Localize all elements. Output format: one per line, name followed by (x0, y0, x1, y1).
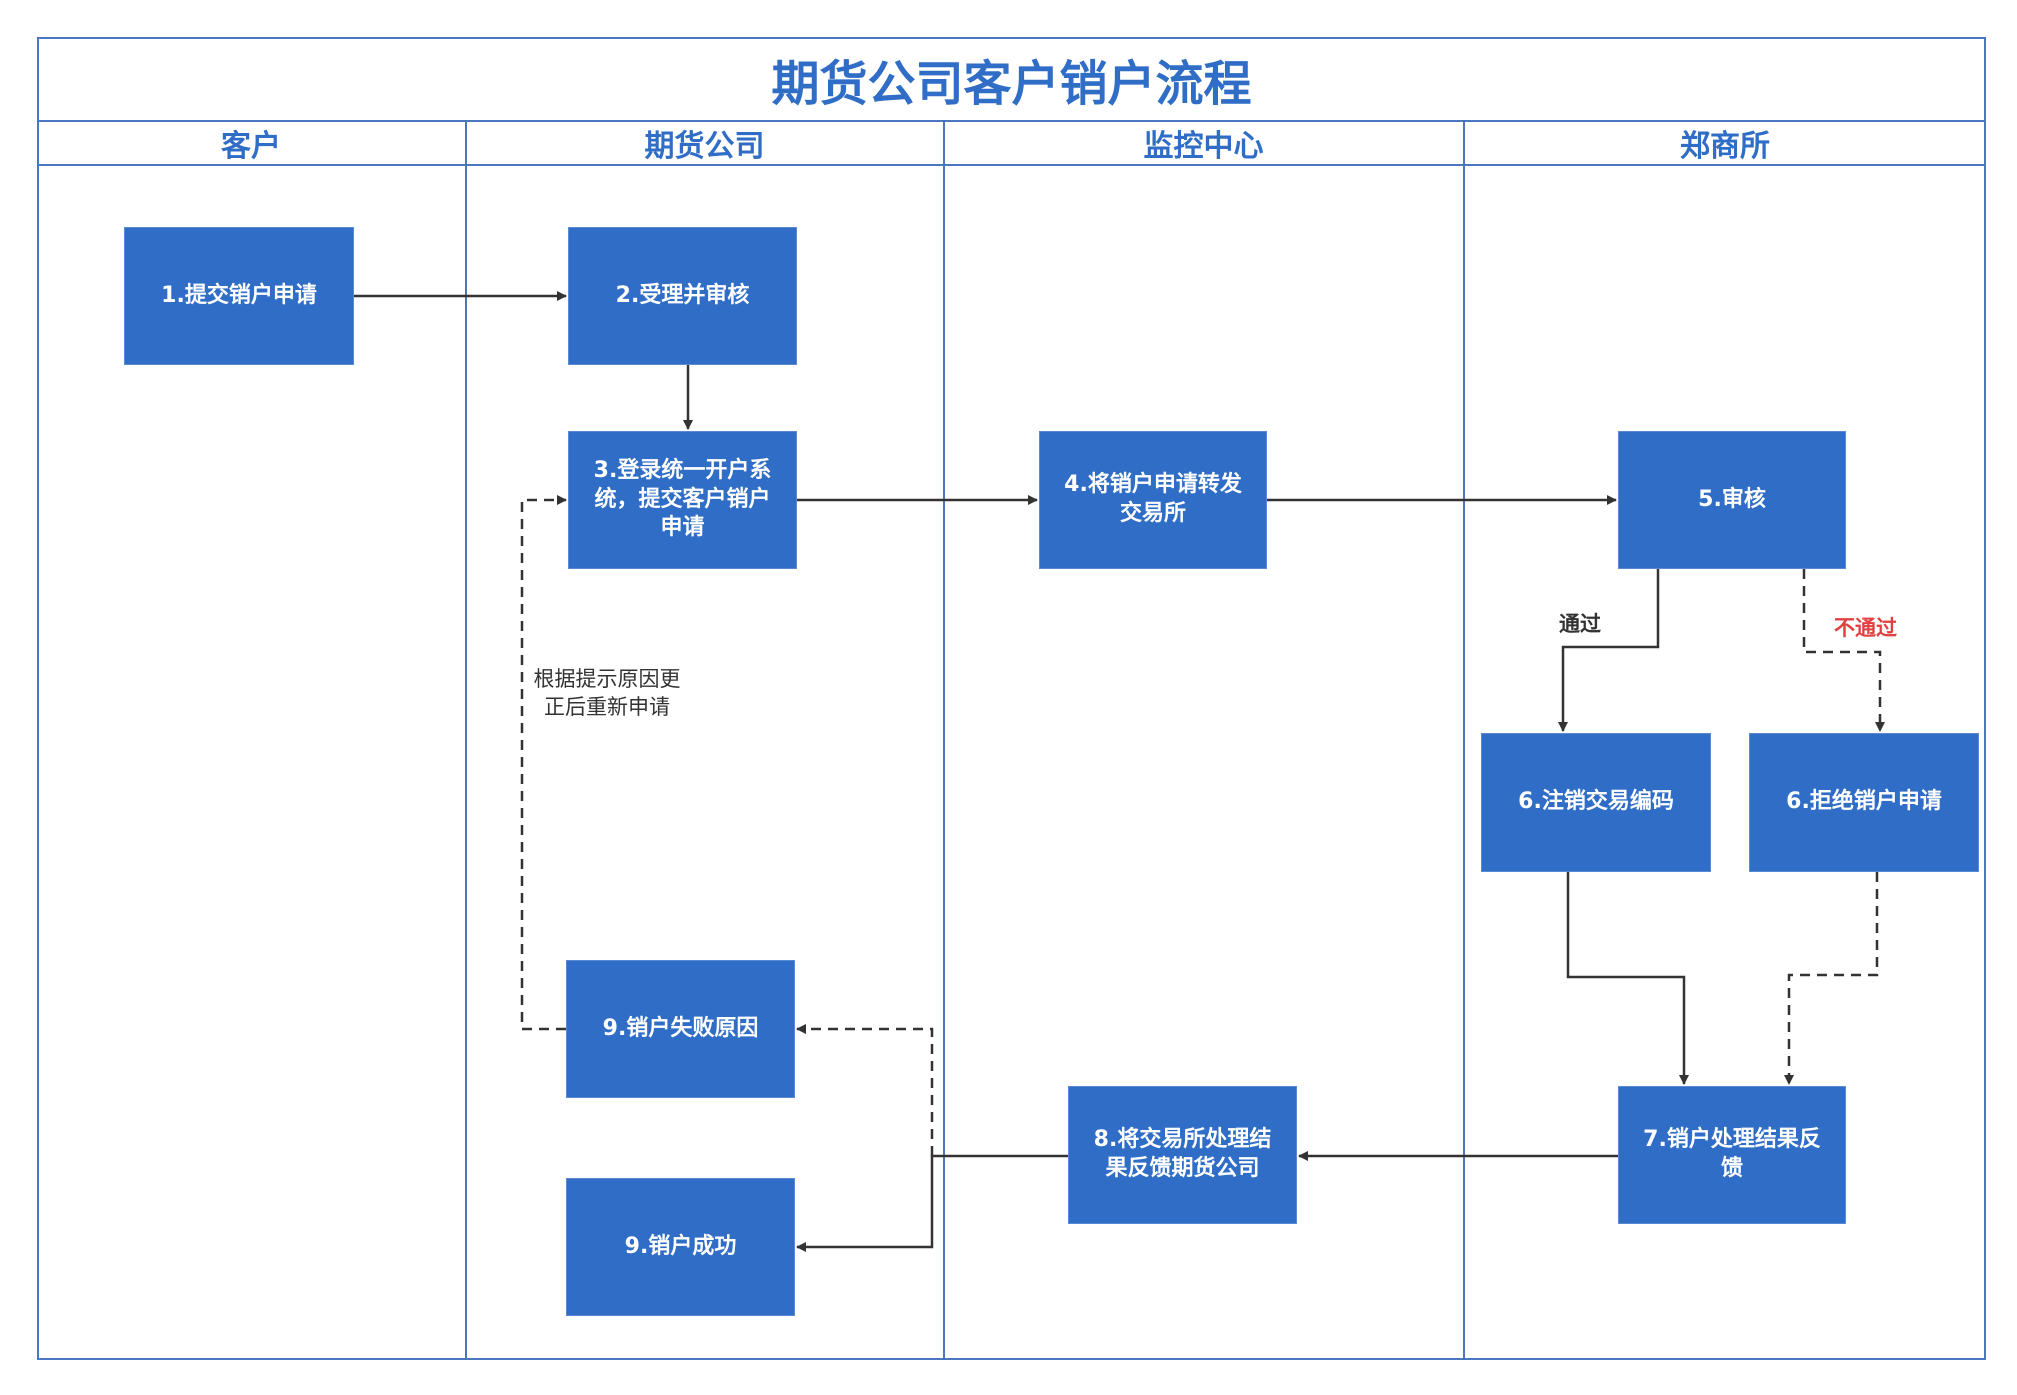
lane-header-futures-company: 期货公司 (644, 129, 765, 164)
title-divider (37, 120, 1986, 122)
retry-note: 根据提示原因更正后重新申请 (533, 667, 681, 720)
header-divider (37, 164, 1986, 166)
step-6-cancel-code[interactable]: 6.注销交易编码 (1481, 733, 1711, 872)
lane-divider (465, 121, 467, 1360)
step-5-review[interactable]: 5.审核 (1618, 431, 1846, 569)
lane-header-zce: 郑商所 (1680, 129, 1770, 164)
step-8-feedback-company[interactable]: 8.将交易所处理结果反馈期货公司 (1068, 1086, 1297, 1224)
step-6-reject-request[interactable]: 6.拒绝销户申请 (1749, 733, 1979, 872)
step-2-accept-review[interactable]: 2.受理并审核 (568, 227, 797, 365)
lane-divider (943, 121, 945, 1360)
step-1-submit-request[interactable]: 1.提交销户申请 (124, 227, 354, 365)
diagram-title: 期货公司客户销户流程 (771, 56, 1252, 112)
label-fail: 不通过 (1834, 616, 1897, 640)
lane-header-customer: 客户 (221, 129, 281, 164)
label-pass: 通过 (1559, 612, 1601, 636)
lane-divider (1463, 121, 1465, 1360)
step-4-forward-exchange[interactable]: 4.将销户申请转发交易所 (1039, 431, 1267, 569)
step-7-result-feedback[interactable]: 7.销户处理结果反馈 (1618, 1086, 1846, 1224)
step-9-success[interactable]: 9.销户成功 (566, 1178, 795, 1316)
step-3-login-system[interactable]: 3.登录统一开户系统，提交客户销户申请 (568, 431, 797, 569)
step-9-failure-reason[interactable]: 9.销户失败原因 (566, 960, 795, 1098)
lane-header-monitoring-center: 监控中心 (1143, 129, 1264, 164)
diagram-frame (37, 37, 1986, 1360)
